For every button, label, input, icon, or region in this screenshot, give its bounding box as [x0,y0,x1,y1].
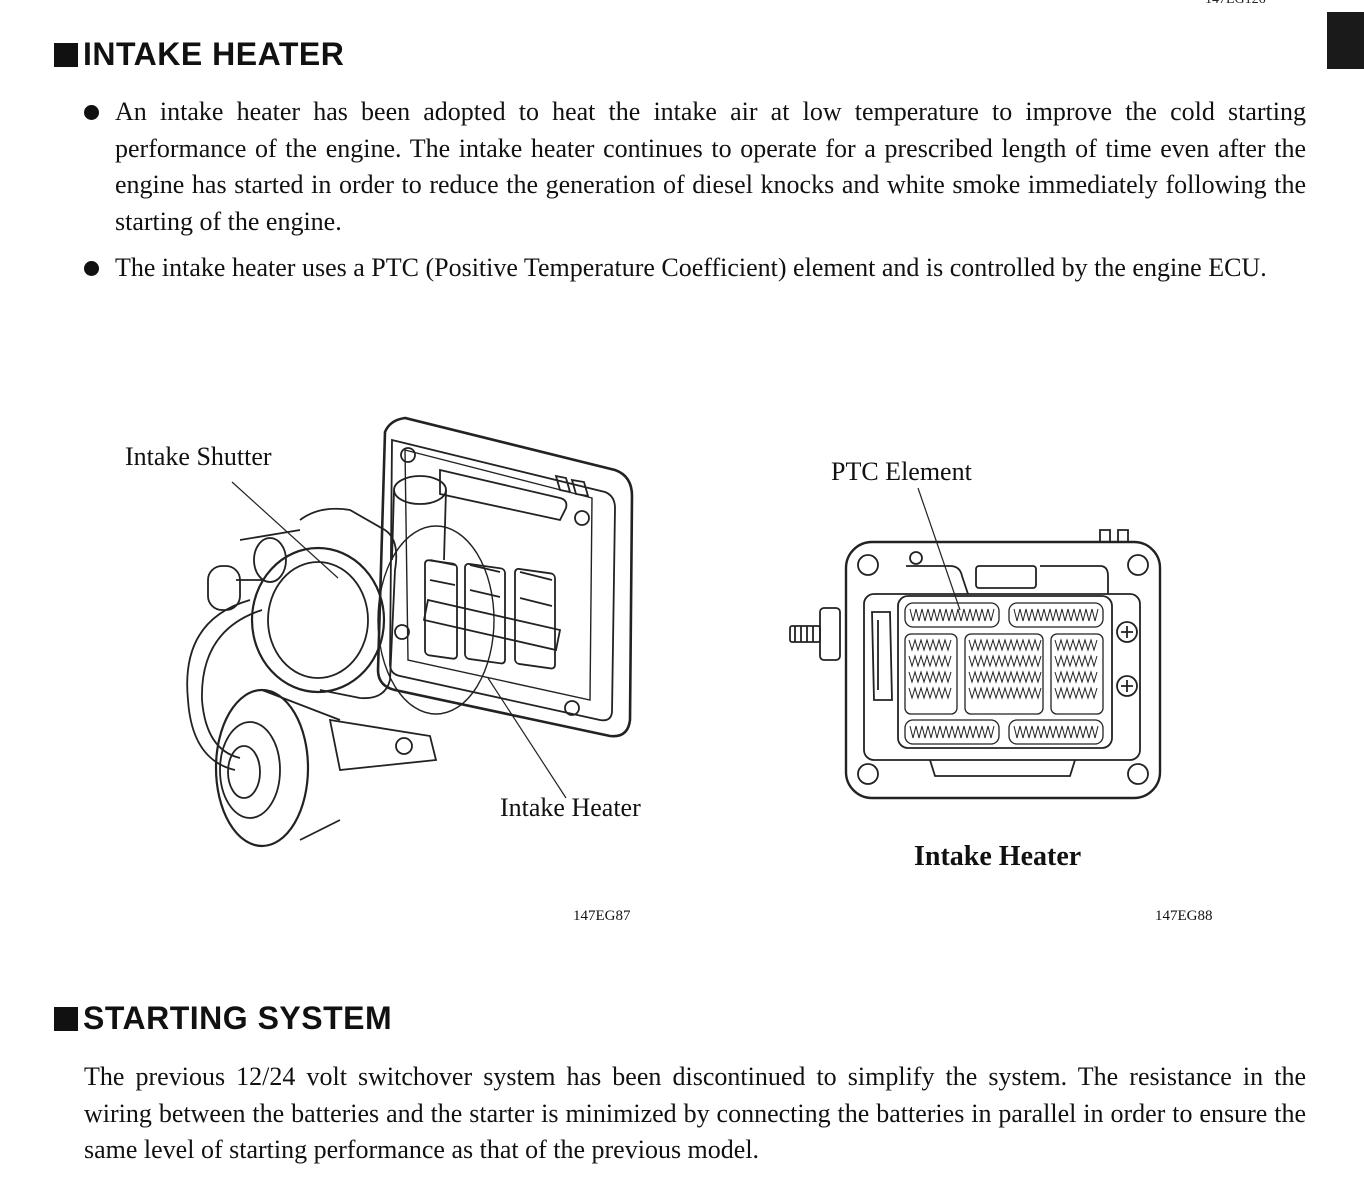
page-code: 147EG126 [1205,0,1266,8]
figure-code: 147EG88 [1155,908,1213,924]
label-intake-shutter: Intake Shutter [125,442,272,471]
ptc-fin-pattern [908,608,1099,739]
section-heading-starting-system: STARTING SYSTEM [54,1000,392,1037]
figure-caption: Intake Heater [914,841,1082,872]
section-heading-text: INTAKE HEATER [83,36,345,72]
section-heading-intake-heater: INTAKE HEATER [54,36,344,73]
starting-system-paragraph: The previous 12/24 volt switchover syste… [84,1062,1306,1164]
bullet-dot-icon [84,105,99,120]
figure-ptc-heater: PTC Element Intake Heater 147EG88 [700,400,1300,940]
intake-assembly-illustration [186,416,634,848]
ptc-heater-illustration [789,487,1162,800]
bullet-item: The intake heater uses a PTC (Positive T… [84,250,1306,287]
bullet-text: An intake heater has been adopted to hea… [115,97,1306,236]
label-ptc-element: PTC Element [831,457,972,486]
figure-code: 147EG87 [573,908,631,924]
heading-square-icon [54,1006,78,1031]
section-edge-tab [1327,12,1364,69]
bullet-text: The intake heater uses a PTC (Positive T… [115,253,1267,282]
heading-square-icon [54,42,78,67]
section-heading-text: STARTING SYSTEM [83,1000,393,1036]
bullet-dot-icon [84,261,99,276]
label-intake-heater: Intake Heater [500,793,641,822]
bullet-list: An intake heater has been adopted to hea… [84,94,1306,297]
figure-intake-assembly: Intake Shutter Intake Heater 147EG87 [0,400,700,940]
bullet-item: An intake heater has been adopted to hea… [84,94,1306,240]
